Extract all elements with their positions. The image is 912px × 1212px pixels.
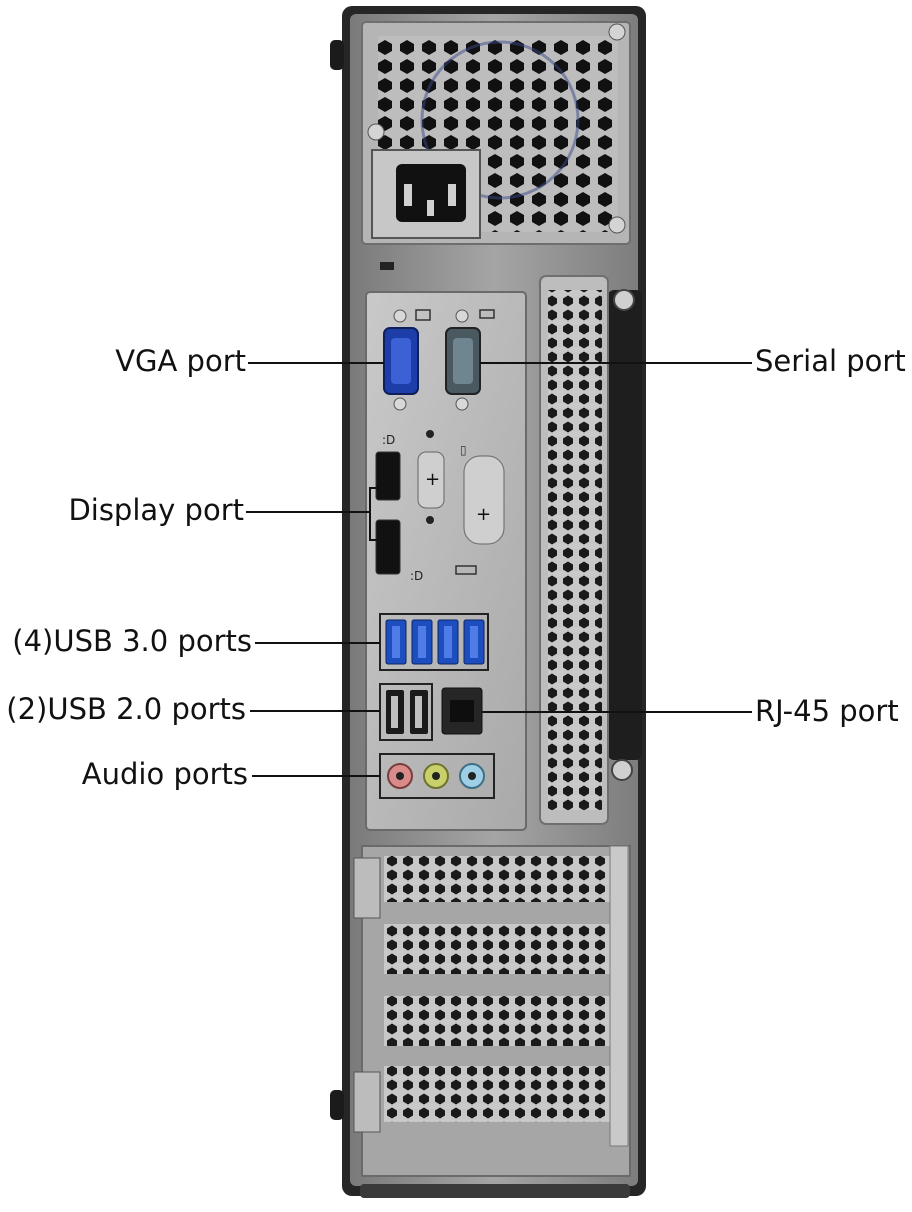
expansion-slots <box>353 845 631 1177</box>
io-plate <box>365 291 527 831</box>
thumb-screw-bottom <box>611 759 633 781</box>
knockout-plates: + + ▯ <box>417 430 505 575</box>
rj45-port <box>441 687 483 735</box>
displayport-icon-lower: :D <box>410 569 423 583</box>
serial-port <box>445 309 495 411</box>
label-audio-ports: Audio ports <box>81 757 248 791</box>
callout-lines <box>246 362 752 777</box>
label-display-port: Display port <box>68 493 244 527</box>
mouse-icon: ▯ <box>460 443 467 457</box>
power-supply <box>361 21 631 270</box>
thumb-screw-top <box>613 289 635 311</box>
label-usb2-ports: (2)USB 2.0 ports <box>6 692 246 726</box>
audio-ports <box>379 753 495 799</box>
svg-text:+: + <box>476 504 491 525</box>
svg-text:+: + <box>425 469 440 490</box>
label-vga-port: VGA port <box>115 344 246 378</box>
vga-port <box>383 309 431 411</box>
serial-icon <box>479 309 495 319</box>
side-vent <box>548 290 602 810</box>
label-rj45-port: RJ-45 port <box>755 694 899 728</box>
label-usb3-ports: (4)USB 3.0 ports <box>12 624 252 658</box>
display-bracket <box>369 487 384 541</box>
displayport-icon: :D <box>382 433 395 447</box>
label-serial-port: Serial port <box>755 344 906 378</box>
usb3-ports <box>379 613 489 671</box>
keyboard-icon <box>455 565 477 575</box>
vga-icon <box>415 309 431 321</box>
